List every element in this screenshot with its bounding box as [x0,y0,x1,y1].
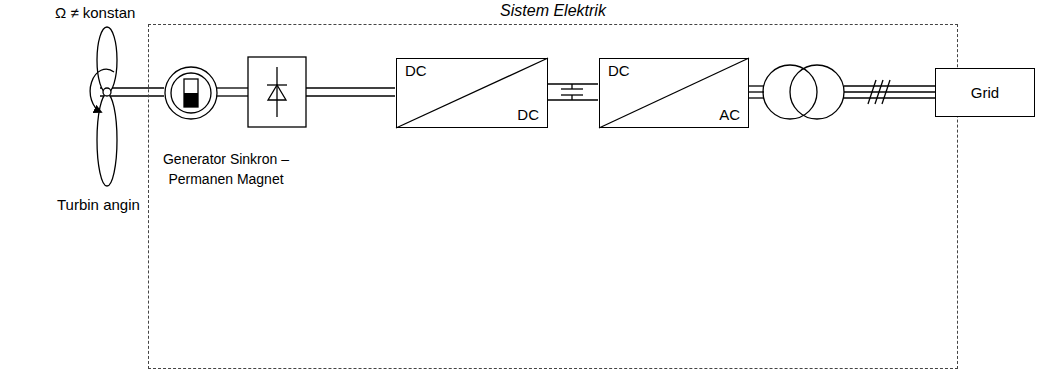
box-label: Grid [971,84,999,102]
transformer-symbol [763,65,844,119]
generator-label: Generator Sinkron – Permanen Magnet [151,149,301,189]
magnet-pole [184,93,198,107]
grid-box: Grid [935,68,1035,117]
dc-dc-converter: DC DC [396,58,548,128]
generator-symbol [151,63,301,125]
stator-circle [165,67,217,119]
dc-link-capacitor [547,84,598,100]
converter-label: DC [517,106,539,124]
pmsg-generator: Generator Sinkron – Permanen Magnet [151,63,301,193]
converter-label: AC [719,106,740,124]
turbine-blades [97,27,117,186]
speed-note: Ω ≠ konstan [55,4,135,21]
rectifier-symbol [248,57,306,127]
ac-wires [216,88,248,96]
system-boundary: Generator Sinkron – Permanen MagnetDCDCD… [148,24,958,369]
diagonal-line [396,58,548,128]
dc-wires [306,88,395,96]
rotor-circle [171,73,211,113]
group-title: Sistem Elektrik [149,1,957,21]
diagonal-line [599,58,749,128]
converter-label: DC [405,62,427,80]
rotation-arrow [90,69,114,112]
grid-line [844,80,935,104]
turbine-label: Turbin angin [57,196,140,213]
dc-ac-inverter: DC AC [599,58,749,128]
converter-label: DC [608,62,630,80]
turbine-shaft [100,88,164,96]
three-phase-wires [748,86,764,98]
magnet-rect [184,79,198,107]
